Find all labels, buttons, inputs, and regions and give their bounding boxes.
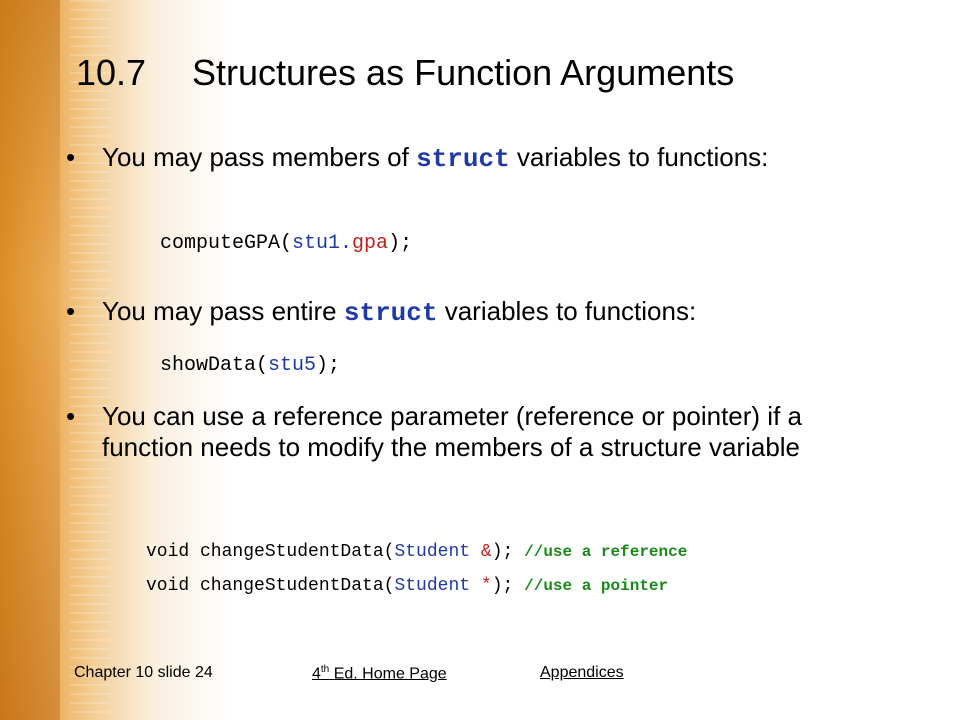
code-line-reference: void changeStudentData(Student &); //use… (146, 542, 687, 562)
code-type: Student (394, 542, 481, 562)
code-function: void changeStudentData( (146, 542, 395, 562)
code-comment: //use a reference (524, 543, 688, 561)
bullet-text: You may pass members of struct variables… (102, 142, 896, 175)
appendices-link[interactable]: Appendices (540, 664, 624, 681)
bullet-item-3: • You can use a reference parameter (ref… (66, 401, 896, 463)
slide-number-label: Chapter 10 slide 24 (74, 664, 213, 681)
bullet-glyph: • (66, 401, 76, 431)
home-link-text: Ed. Home Page (329, 665, 447, 683)
code-function: void changeStudentData( (146, 576, 395, 596)
code-argument: stu5 (268, 354, 317, 377)
keyword-struct: struct (343, 298, 438, 328)
bullet-text-part: variables to functions: (437, 296, 697, 326)
title-text: Structures as Function Arguments (192, 52, 735, 93)
side-strip-texture (70, 0, 110, 720)
keyword-struct: struct (416, 144, 510, 174)
bullet-text: You can use a reference parameter (refer… (102, 401, 802, 462)
bullet-item-2: • You may pass entire struct variables t… (66, 296, 896, 329)
code-line-compute-gpa: computeGPA(stu1.gpa); (160, 232, 412, 255)
bullet-glyph: • (66, 142, 76, 172)
code-member: gpa (352, 232, 389, 255)
home-link-text: 4 (312, 665, 321, 683)
code-end: ); (491, 576, 514, 596)
home-page-link[interactable]: 4th Ed. Home Page (312, 664, 447, 683)
code-comment: //use a pointer (524, 577, 669, 595)
slide-title: 10.7 Structures as Function Arguments (76, 52, 734, 94)
code-type: Student (394, 576, 481, 596)
bullet-text-part: You may pass members of (102, 142, 417, 172)
home-link-sup: th (320, 664, 330, 675)
bullet-item-1: • You may pass members of struct variabl… (66, 142, 896, 175)
code-function: computeGPA( (160, 232, 293, 255)
code-symbol: & (480, 542, 492, 562)
section-number: 10.7 (76, 52, 147, 93)
side-strip-shade (0, 0, 60, 720)
bullet-text: You may pass entire struct variables to … (102, 296, 896, 329)
bullet-glyph: • (66, 296, 76, 326)
code-function: showData( (160, 354, 269, 377)
code-line-pointer: void changeStudentData(Student *); //use… (146, 576, 668, 596)
bullet-text-part: You may pass entire (102, 296, 344, 326)
bullet-text-part: variables to functions: (509, 142, 769, 172)
code-end: ); (491, 542, 514, 562)
code-symbol: * (480, 576, 492, 596)
code-end: ); (388, 232, 413, 255)
code-end: ); (316, 354, 341, 377)
code-argument: stu1. (292, 232, 353, 255)
decorative-side-strip (0, 0, 230, 720)
code-line-show-data: showData(stu5); (160, 354, 340, 377)
